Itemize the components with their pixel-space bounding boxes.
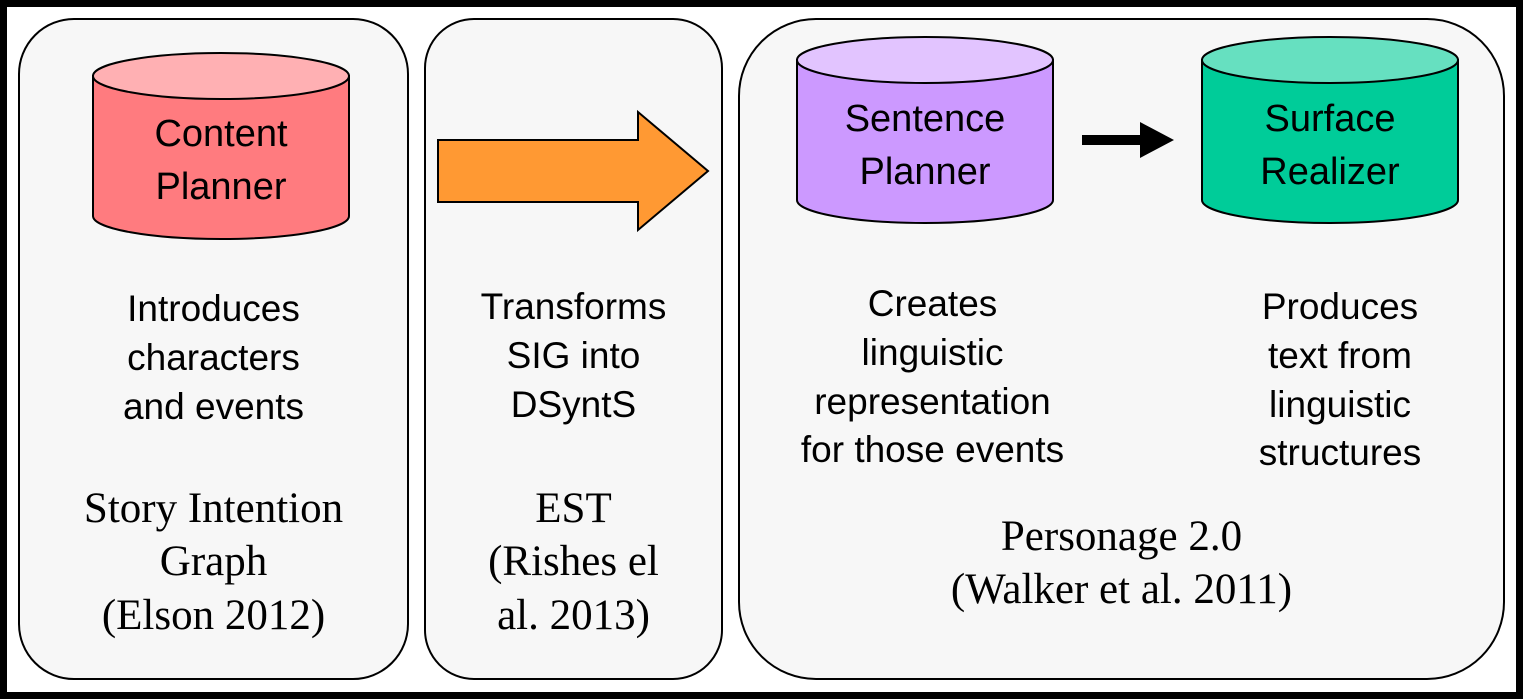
est-citation: EST (Rishes el al. 2013)	[488, 485, 659, 639]
content-planner-cylinder	[92, 52, 350, 240]
sentence-to-surface-arrow	[1082, 122, 1174, 158]
personage-citation: Personage 2.0 (Walker et al. 2011)	[950, 513, 1293, 614]
est-description: Transforms SIG into DSyntS	[480, 286, 667, 425]
est-transform-arrow	[437, 109, 710, 233]
content-planner-description: Introduces characters and events	[122, 288, 305, 427]
surface-realizer-label: Surface Realizer	[1260, 98, 1400, 193]
surface-realizer-cylinder	[1201, 36, 1459, 224]
sentence-planner-description: Creates linguistic representation for th…	[800, 283, 1065, 471]
sentence-planner-label: Sentence Planner	[844, 98, 1006, 193]
content-planner-citation: Story Intention Graph (Elson 2012)	[83, 485, 344, 639]
content-planner-label: Content Planner	[154, 113, 288, 208]
surface-realizer-description: Produces text from linguistic structures	[1258, 286, 1422, 474]
panel-est	[424, 18, 723, 680]
sentence-planner-cylinder	[796, 36, 1054, 224]
